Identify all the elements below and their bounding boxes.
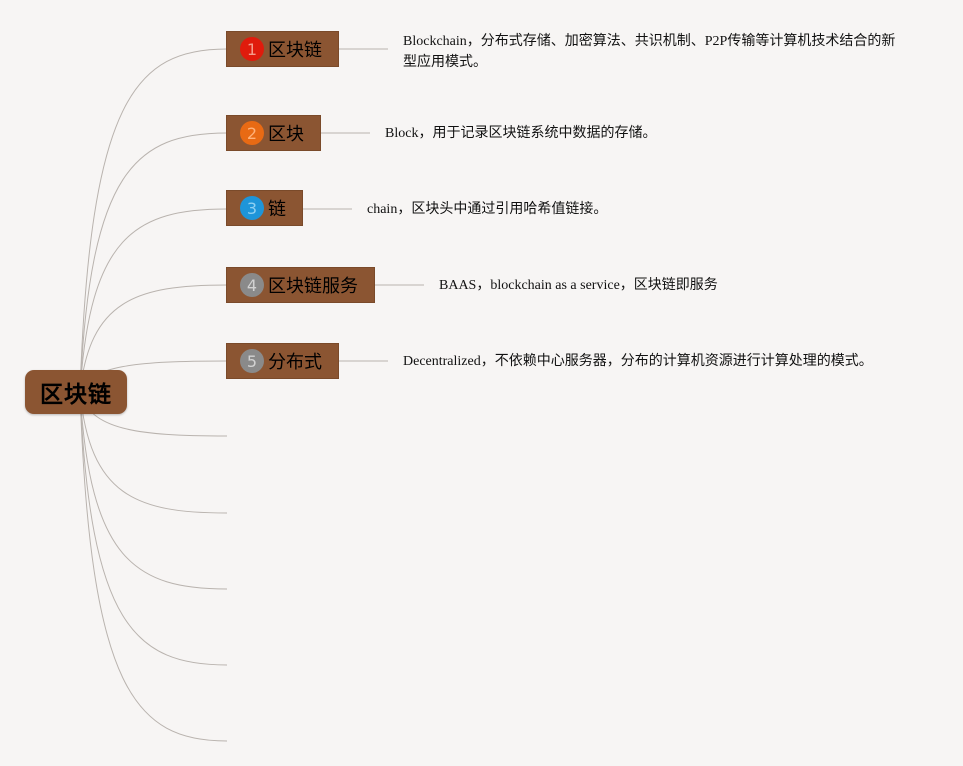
badge-number: 3 (246, 198, 258, 218)
badge-number: 2 (246, 123, 258, 143)
topic-label: 区块链服务 (268, 276, 358, 297)
topic-label: 链 (268, 199, 286, 220)
badge-number: 5 (246, 351, 258, 371)
number-badge-icon: 3 (240, 196, 264, 220)
topic-label: 区块 (268, 124, 304, 145)
root-topic[interactable]: 区块链 (25, 370, 127, 414)
branch-connector (79, 132, 228, 393)
topic-decentralized[interactable]: 5 分布式 (226, 343, 339, 379)
branch-connector (79, 48, 228, 393)
number-badge-icon: 2 (240, 121, 264, 145)
topic-label: 分布式 (268, 352, 322, 373)
empty-branch-connector (79, 391, 228, 666)
topic-note: Block，用于记录区块链系统中数据的存储。 (385, 126, 657, 141)
topic-blockchain[interactable]: 1 区块链 (226, 31, 339, 67)
topic-label: 区块链 (268, 40, 322, 61)
badge-number: 4 (246, 275, 258, 295)
topic-note: Decentralized，不依赖中心服务器，分布的计算机资源进行计算处理的模式… (403, 354, 873, 369)
topic-note: BAAS，blockchain as a service，区块链即服务 (439, 278, 718, 293)
empty-branch-connector (79, 391, 228, 742)
branch-connector (79, 284, 228, 393)
topic-blockchain-service[interactable]: 4 区块链服务 (226, 267, 375, 303)
topic-chain[interactable]: 3 链 (226, 190, 303, 226)
topic-note: Blockchain，分布式存储、加密算法、共识机制、P2P传输等计算机技术结合… (403, 34, 896, 70)
number-badge-icon: 4 (240, 273, 264, 297)
number-badge-icon: 1 (240, 37, 264, 61)
topic-block[interactable]: 2 区块 (226, 115, 321, 151)
empty-branch-connector (79, 391, 228, 590)
empty-branch-connector (79, 391, 228, 514)
root-topic-label: 区块链 (40, 382, 112, 408)
badge-number: 1 (246, 39, 258, 59)
number-badge-icon: 5 (240, 349, 264, 373)
topic-note: chain，区块头中通过引用哈希值链接。 (367, 202, 608, 217)
branch-connector (79, 208, 228, 393)
